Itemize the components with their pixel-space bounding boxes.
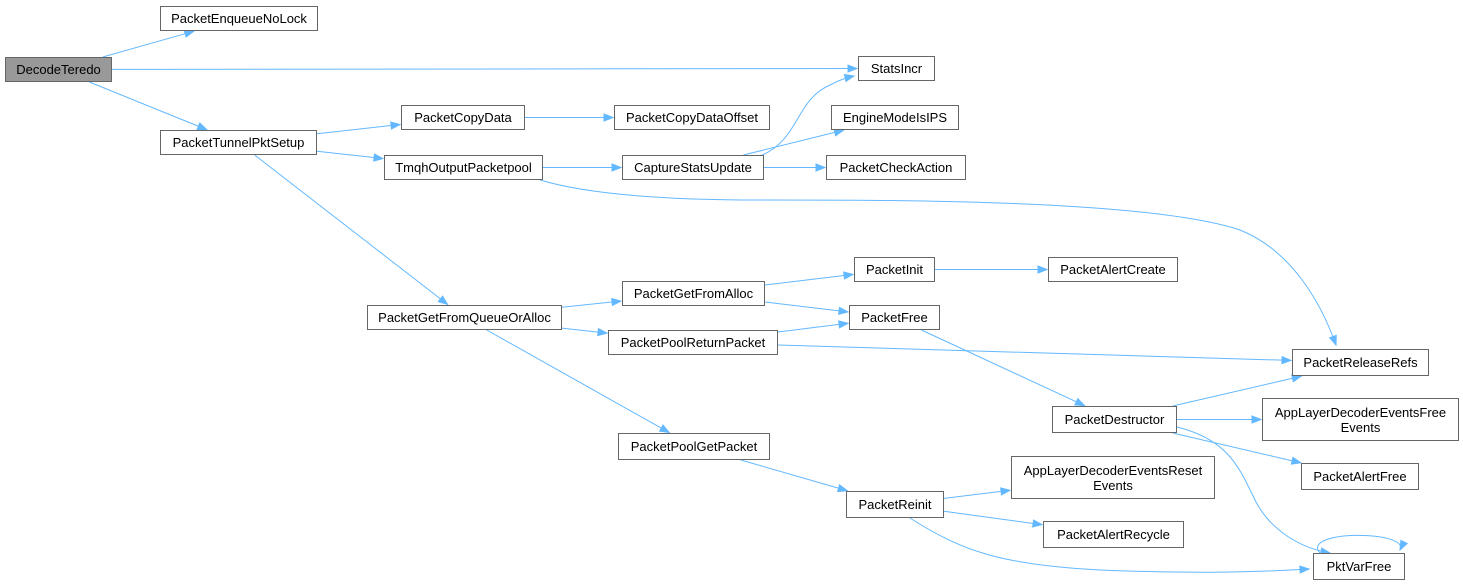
edge-packet-copy-data-to-packet-copy-data-offset-arrowhead — [603, 113, 615, 122]
edge-packet-get-from-queue-or-alloc-to-packet-pool-get-packet-arrowhead — [658, 424, 671, 434]
edge-tmqh-output-packetpool-to-packet-release-refs-arrowhead — [1328, 334, 1337, 347]
node-app-layer-decoder-events-reset-events[interactable]: AppLayerDecoderEventsReset Events — [1011, 456, 1215, 499]
edge-capture-stats-update-to-engine-mode-is-ips — [743, 131, 836, 156]
edge-packet-reinit-to-app-layer-decoder-events-reset-events — [943, 490, 1003, 499]
node-packet-tunnel-pkt-setup[interactable]: PacketTunnelPktSetup — [160, 130, 317, 155]
node-packet-copy-data[interactable]: PacketCopyData — [401, 105, 525, 130]
edge-packet-get-from-queue-or-alloc-to-packet-get-from-alloc-arrowhead — [611, 297, 623, 307]
node-engine-mode-is-ips[interactable]: EngineModeIsIPS — [831, 105, 959, 130]
edge-packet-pool-get-packet-to-packet-reinit — [740, 459, 840, 489]
edge-packet-tunnel-pkt-setup-to-packet-copy-data — [316, 124, 393, 135]
node-packet-alert-free[interactable]: PacketAlertFree — [1301, 463, 1419, 490]
edge-packet-reinit-to-pkt-var-free — [909, 517, 1310, 573]
edge-packet-get-from-alloc-to-packet-free — [764, 301, 841, 312]
edge-packet-reinit-to-packet-alert-recycle — [943, 510, 1035, 525]
edge-decode-teredo-to-stats-incr — [111, 68, 850, 70]
edge-packet-destructor-to-pkt-var-free — [1176, 426, 1331, 554]
edge-pkt-var-free-to-pkt-var-free-arrowhead — [1399, 539, 1409, 552]
edge-packet-free-to-packet-destructor — [921, 329, 1078, 403]
edge-capture-stats-update-to-engine-mode-is-ips-arrowhead — [833, 128, 845, 137]
edge-packet-tunnel-pkt-setup-to-packet-get-from-queue-or-alloc-arrowhead — [437, 295, 449, 306]
edge-packet-get-from-queue-or-alloc-to-packet-get-from-alloc — [561, 301, 614, 308]
edge-packet-tunnel-pkt-setup-to-packet-get-from-queue-or-alloc — [254, 154, 442, 300]
edge-packet-destructor-to-packet-alert-free — [1172, 432, 1294, 462]
edge-packet-get-from-queue-or-alloc-to-packet-pool-return-packet-arrowhead — [597, 327, 609, 337]
edge-packet-tunnel-pkt-setup-to-packet-copy-data-arrowhead — [390, 121, 402, 130]
edge-tmqh-output-packetpool-to-packet-release-refs — [539, 179, 1337, 346]
edge-packet-pool-return-packet-to-packet-release-refs — [777, 344, 1284, 361]
edge-capture-stats-update-to-packet-check-action-arrowhead — [815, 163, 827, 172]
edge-packet-tunnel-pkt-setup-to-tmqh-output-packetpool-arrowhead — [373, 153, 385, 162]
edge-packet-get-from-queue-or-alloc-to-packet-pool-return-packet — [561, 327, 600, 333]
edge-tmqh-output-packetpool-to-capture-stats-update-arrowhead — [611, 163, 623, 172]
edge-packet-tunnel-pkt-setup-to-tmqh-output-packetpool — [316, 150, 376, 159]
edge-pkt-var-free-to-pkt-var-free — [1317, 534, 1401, 554]
edge-packet-pool-return-packet-to-packet-free — [777, 323, 841, 333]
node-packet-alert-recycle[interactable]: PacketAlertRecycle — [1043, 521, 1184, 548]
node-app-layer-decoder-events-free-events[interactable]: AppLayerDecoderEventsFree Events — [1262, 398, 1459, 441]
node-decode-teredo: DecodeTeredo — [5, 57, 112, 82]
edge-capture-stats-update-to-stats-incr-arrowhead — [843, 73, 856, 83]
edge-packet-destructor-to-app-layer-decoder-events-free-events-arrowhead — [1251, 415, 1263, 424]
edge-packet-pool-return-packet-to-packet-release-refs-arrowhead — [1281, 355, 1293, 365]
edge-packet-get-from-alloc-to-packet-free-arrowhead — [838, 306, 850, 316]
node-packet-get-from-alloc[interactable]: PacketGetFromAlloc — [622, 281, 765, 306]
edge-packet-reinit-to-packet-alert-recycle-arrowhead — [1032, 519, 1044, 528]
edge-decode-teredo-to-packet-tunnel-pkt-setup-arrowhead — [196, 122, 209, 131]
edge-packet-destructor-to-packet-alert-free-arrowhead — [1290, 456, 1303, 465]
node-packet-pool-return-packet[interactable]: PacketPoolReturnPacket — [608, 330, 778, 355]
node-packet-copy-data-offset[interactable]: PacketCopyDataOffset — [614, 105, 770, 130]
edge-packet-destructor-to-packet-release-refs — [1172, 377, 1294, 407]
node-capture-stats-update[interactable]: CaptureStatsUpdate — [622, 155, 764, 180]
node-tmqh-output-packetpool[interactable]: TmqhOutputPacketpool — [384, 155, 543, 180]
node-packet-destructor[interactable]: PacketDestructor — [1052, 406, 1177, 433]
edge-decode-teredo-to-packet-tunnel-pkt-setup — [89, 81, 200, 128]
node-packet-init[interactable]: PacketInit — [854, 257, 935, 282]
edge-packet-get-from-alloc-to-packet-init — [764, 274, 846, 286]
node-pkt-var-free[interactable]: PktVarFree — [1313, 553, 1405, 580]
edge-packet-get-from-alloc-to-packet-init-arrowhead — [843, 271, 855, 280]
node-packet-pool-get-packet[interactable]: PacketPoolGetPacket — [618, 433, 770, 460]
edge-decode-teredo-to-packet-enqueue-no-lock-arrowhead — [183, 29, 196, 38]
edge-packet-free-to-packet-destructor-arrowhead — [1074, 397, 1086, 407]
node-stats-incr[interactable]: StatsIncr — [858, 56, 935, 81]
edge-packet-pool-get-packet-to-packet-reinit-arrowhead — [836, 484, 849, 493]
node-packet-enqueue-no-lock[interactable]: PacketEnqueueNoLock — [160, 6, 318, 31]
node-packet-reinit[interactable]: PacketReinit — [846, 491, 944, 518]
node-packet-check-action[interactable]: PacketCheckAction — [826, 155, 966, 180]
edge-packet-pool-return-packet-to-packet-free-arrowhead — [838, 320, 850, 329]
edge-decode-teredo-to-packet-enqueue-no-lock — [102, 32, 187, 58]
node-packet-alert-create[interactable]: PacketAlertCreate — [1048, 257, 1178, 282]
edge-packet-reinit-to-pkt-var-free-arrowhead — [1299, 565, 1311, 574]
edge-decode-teredo-to-stats-incr-arrowhead — [847, 64, 859, 73]
edge-packet-reinit-to-app-layer-decoder-events-reset-events-arrowhead — [1000, 487, 1012, 496]
node-packet-free[interactable]: PacketFree — [849, 305, 940, 330]
node-packet-get-from-queue-or-alloc[interactable]: PacketGetFromQueueOrAlloc — [367, 305, 562, 330]
node-packet-release-refs[interactable]: PacketReleaseRefs — [1292, 349, 1429, 376]
edge-packet-get-from-queue-or-alloc-to-packet-pool-get-packet — [486, 329, 663, 430]
edge-packet-init-to-packet-alert-create-arrowhead — [1037, 265, 1049, 274]
